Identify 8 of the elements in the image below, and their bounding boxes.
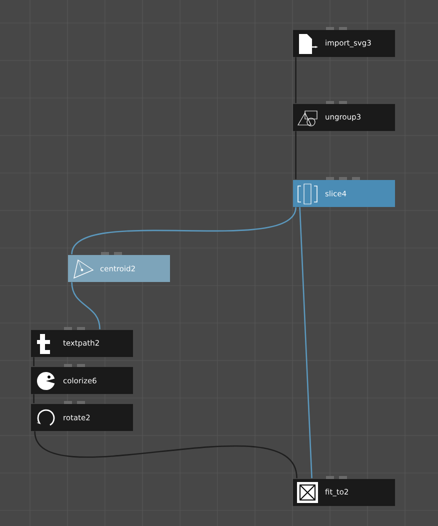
connector (299, 207, 312, 478)
connector (295, 131, 296, 180)
connector (71, 282, 100, 330)
connector (33, 394, 34, 404)
connector (34, 430, 298, 478)
connector (33, 357, 34, 366)
connector (295, 57, 296, 104)
connector (71, 206, 296, 254)
